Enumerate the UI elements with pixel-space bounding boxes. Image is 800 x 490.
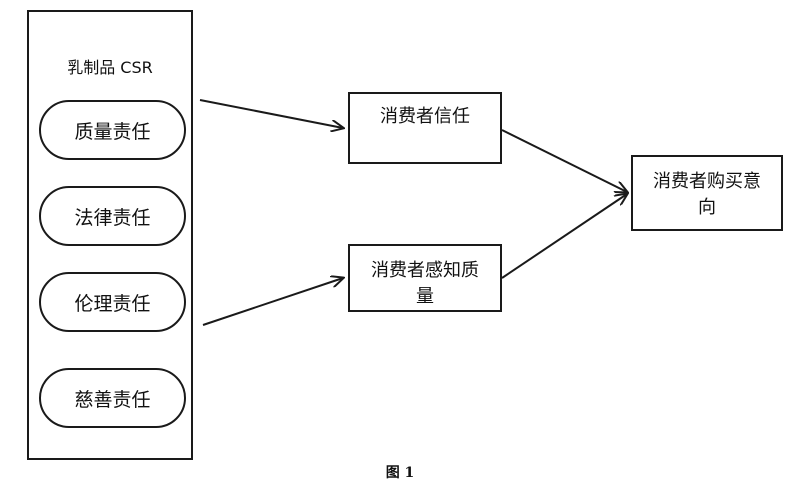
pill-quality-responsibility: 质量责任 <box>39 100 186 160</box>
pill-ethical-responsibility: 伦理责任 <box>39 272 186 332</box>
csr-group-title: 乳制品 CSR <box>67 58 153 77</box>
arrow-quality-to-intention <box>501 194 627 279</box>
arrow-csr-to-trust <box>199 99 343 128</box>
pill-legal-responsibility: 法律责任 <box>39 186 186 246</box>
arrow-csr-to-quality <box>202 278 343 326</box>
node-consumer-trust: 消费者信任 <box>348 92 502 164</box>
figure-caption: 图 1 <box>385 465 415 481</box>
arrow-trust-to-intention <box>501 129 627 192</box>
csr-group-box: 乳制品 CSR 质量责任 法律责任 伦理责任 慈善责任 <box>27 10 193 460</box>
node-purchase-intention: 消费者购买意向 <box>631 155 783 231</box>
pill-charity-responsibility: 慈善责任 <box>39 368 186 428</box>
node-perceived-quality: 消费者感知质量 <box>348 244 502 312</box>
